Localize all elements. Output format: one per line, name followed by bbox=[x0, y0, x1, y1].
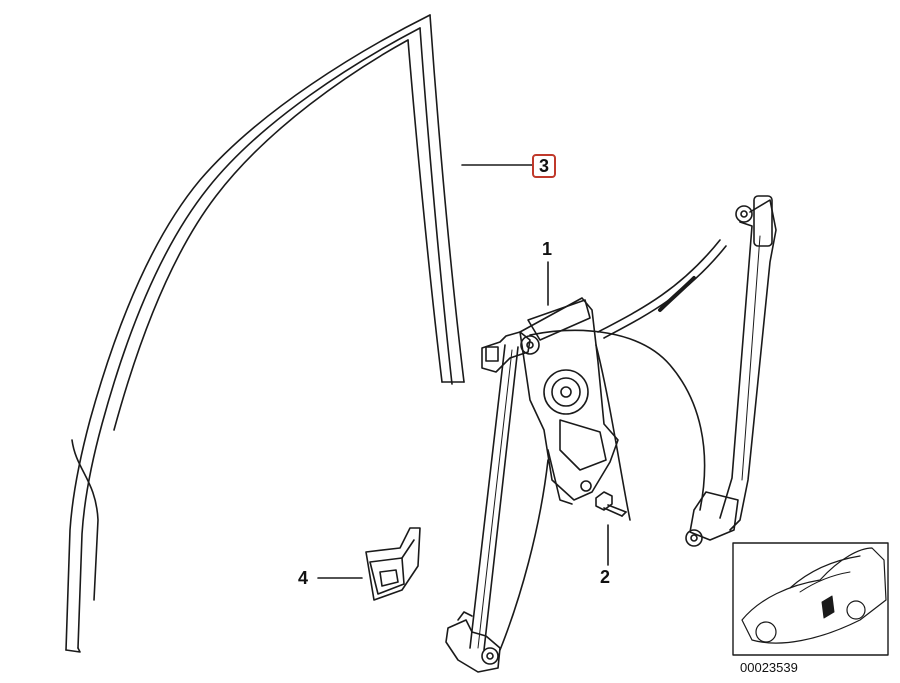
callout-2[interactable]: 2 bbox=[600, 567, 611, 587]
vehicle-inset bbox=[732, 542, 889, 656]
hex-bolt bbox=[595, 491, 627, 517]
callout-1[interactable]: 1 bbox=[542, 239, 553, 259]
window-regulator bbox=[445, 195, 777, 673]
callout-3[interactable]: 3 bbox=[532, 154, 557, 178]
regulator-bracket bbox=[365, 527, 421, 601]
window-channel-seal bbox=[65, 14, 465, 653]
callout-4[interactable]: 4 bbox=[298, 568, 309, 588]
catalog-number: 00023539 bbox=[740, 660, 798, 675]
